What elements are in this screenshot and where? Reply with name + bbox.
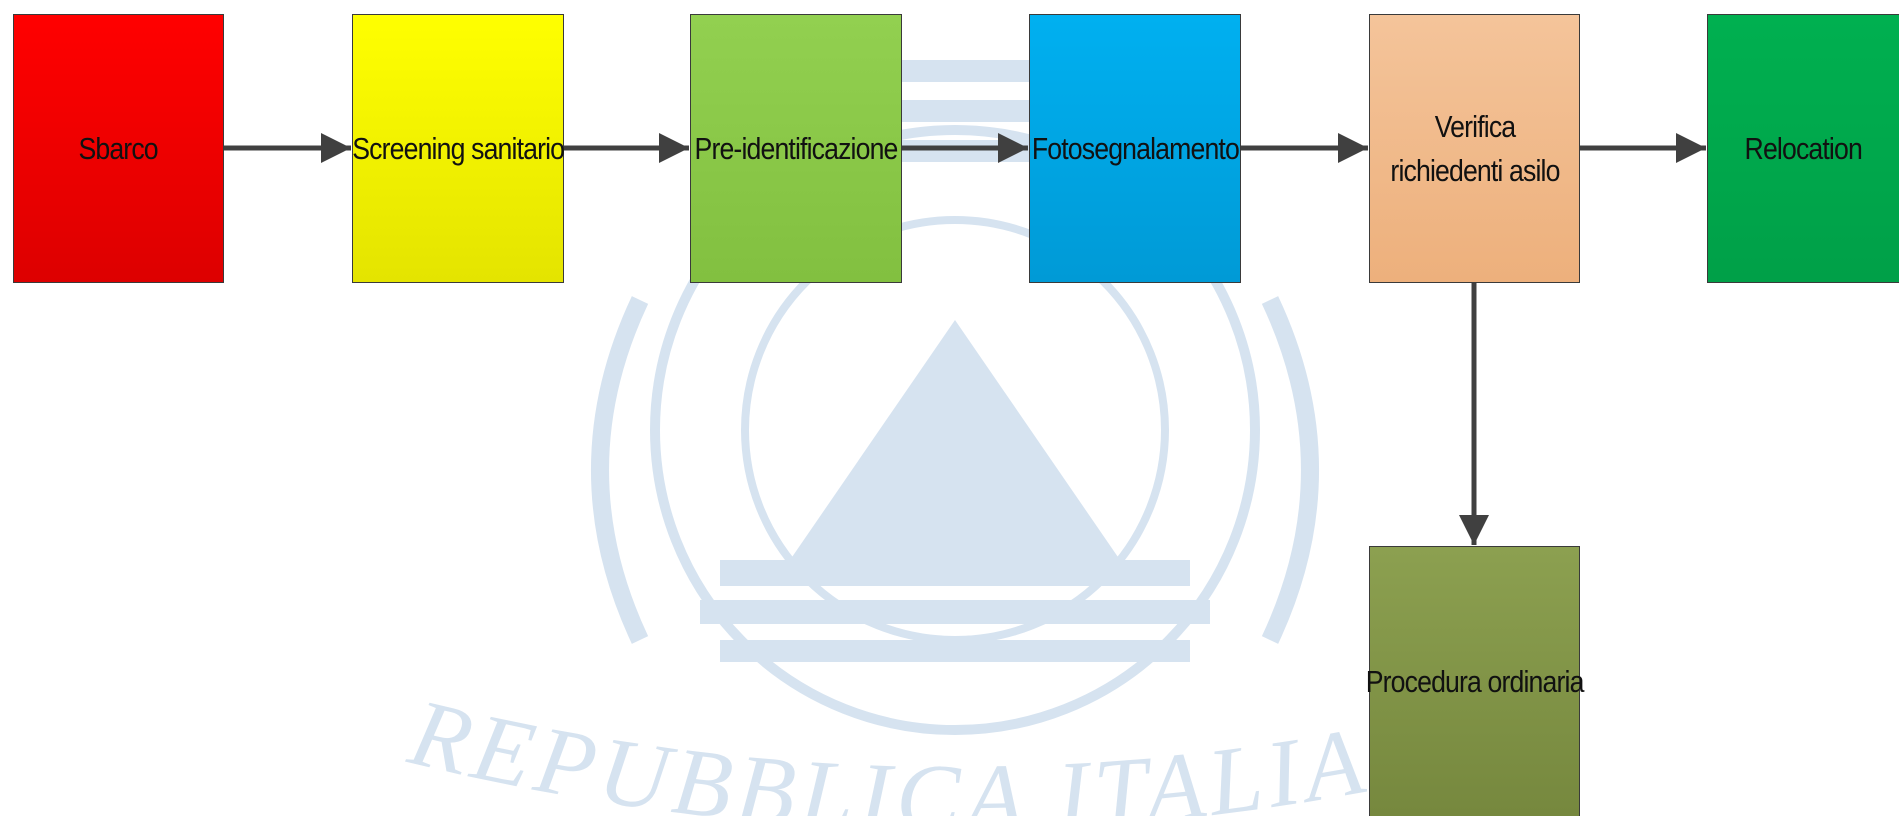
node-label: Verifica richiedenti asilo bbox=[1389, 109, 1560, 188]
node-label: Procedura ordinaria bbox=[1365, 663, 1585, 699]
node-pre-identificazione: Pre-identificazione bbox=[690, 14, 902, 283]
node-procedura-ordinaria: Procedura ordinaria bbox=[1366, 546, 1584, 816]
node-fotosegnalamento: Fotosegnalamento bbox=[1029, 14, 1241, 283]
node-label: Pre-identificazione bbox=[694, 130, 899, 166]
node-label: Screening sanitario bbox=[352, 130, 565, 166]
node-label: Relocation bbox=[1744, 130, 1863, 166]
node-sbarco: Sbarco bbox=[13, 14, 224, 283]
node-verifica-richiedenti-asilo: Verifica richiedenti asilo bbox=[1369, 14, 1580, 283]
node-screening-sanitario: Screening sanitario bbox=[352, 14, 565, 283]
node-relocation: Relocation bbox=[1707, 14, 1899, 283]
node-label: Fotosegnalamento bbox=[1031, 130, 1239, 166]
node-label: Sbarco bbox=[78, 130, 159, 166]
